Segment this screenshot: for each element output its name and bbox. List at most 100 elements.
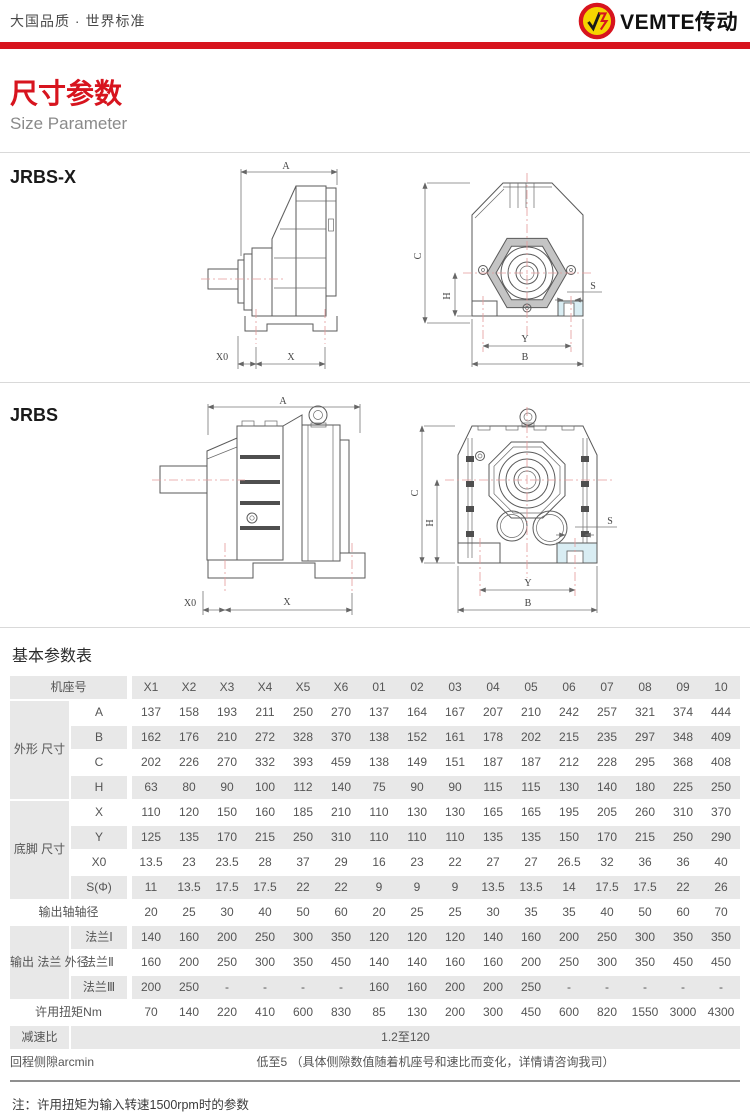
- value-cell: 110: [398, 825, 436, 851]
- value-cell: 187: [474, 750, 512, 776]
- value-cell: 170: [208, 825, 246, 851]
- value-cell: 200: [436, 975, 474, 1001]
- value-cell: 250: [550, 950, 588, 976]
- value-cell: 370: [322, 725, 360, 751]
- value-cell: 225: [664, 775, 702, 801]
- value-cell: 70: [702, 900, 740, 926]
- group-label: 输出 法兰 外径: [10, 925, 89, 1001]
- value-cell: 28: [246, 850, 284, 876]
- value-cell: 13.5: [474, 875, 512, 901]
- value-cell: 20: [132, 900, 170, 926]
- title-block: 尺寸参数 Size Parameter: [0, 49, 750, 153]
- value-cell: 200: [550, 925, 588, 951]
- page-header: 大国品质 · 世界标准 VEMTE传动: [0, 0, 750, 42]
- value-cell: -: [322, 975, 360, 1001]
- value-cell: 135: [512, 825, 550, 851]
- value-cell: 202: [132, 750, 170, 776]
- row-label: Y: [71, 825, 132, 851]
- table-title: 基本参数表: [12, 647, 93, 665]
- jrbsx-side-view-drawing: A: [201, 161, 338, 369]
- column-header: 01: [360, 675, 398, 701]
- value-cell: 135: [170, 825, 208, 851]
- value-cell: 300: [474, 1000, 512, 1026]
- value-cell: 328: [284, 725, 322, 751]
- jrbs-front-view-drawing: C H S Y B: [410, 406, 617, 613]
- value-cell: 137: [360, 700, 398, 726]
- value-cell: 193: [208, 700, 246, 726]
- value-cell: 250: [284, 825, 322, 851]
- value-cell: 161: [436, 725, 474, 751]
- value-cell: 332: [246, 750, 284, 776]
- value-cell: -: [550, 975, 588, 1001]
- value-cell: 270: [322, 700, 360, 726]
- column-header: 09: [664, 675, 702, 701]
- row-label: 法兰Ⅱ: [71, 950, 132, 976]
- value-cell: 210: [208, 725, 246, 751]
- value-cell: 348: [664, 725, 702, 751]
- value-cell: 250: [588, 925, 626, 951]
- value-cell: 137: [132, 700, 170, 726]
- value-cell: 40: [702, 850, 740, 876]
- value-cell: 20: [360, 900, 398, 926]
- value-cell: 297: [626, 725, 664, 751]
- value-cell: 25: [436, 900, 474, 926]
- value-cell: 228: [588, 750, 626, 776]
- value-cell: 37: [284, 850, 322, 876]
- value-cell: 160: [246, 800, 284, 826]
- value-cell: 220: [208, 1000, 246, 1026]
- dim-label-Y: Y: [524, 578, 531, 589]
- brand-logo-icon: [578, 2, 616, 40]
- value-cell: 4300: [702, 1000, 740, 1026]
- value-cell: 450: [512, 1000, 550, 1026]
- value-cell: 260: [626, 800, 664, 826]
- row-label: 法兰Ⅰ: [71, 925, 132, 951]
- value-cell: 235: [588, 725, 626, 751]
- value-cell: 250: [664, 825, 702, 851]
- row-label: B: [71, 725, 132, 751]
- value-cell: 205: [588, 800, 626, 826]
- value-cell: 30: [474, 900, 512, 926]
- value-cell: 23: [170, 850, 208, 876]
- value-cell: 140: [398, 950, 436, 976]
- value-cell: 11: [132, 875, 170, 901]
- section-label-jrbs: JRBS: [10, 404, 59, 425]
- value-cell: 110: [360, 800, 398, 826]
- value-cell: -: [702, 975, 740, 1001]
- value-cell: 17.5: [246, 875, 284, 901]
- value-cell: 23.5: [208, 850, 246, 876]
- value-cell: 200: [512, 950, 550, 976]
- value-cell: 130: [398, 1000, 436, 1026]
- value-cell: 210: [512, 700, 550, 726]
- value-cell: 70: [132, 1000, 170, 1026]
- value-cell: 110: [132, 800, 170, 826]
- value-cell: 90: [436, 775, 474, 801]
- column-header: 10: [702, 675, 740, 701]
- row-label: S(Φ): [71, 875, 132, 901]
- value-cell: 27: [474, 850, 512, 876]
- value-cell: 350: [626, 950, 664, 976]
- jrbsx-front-view-drawing: C H S Y B: [413, 172, 602, 367]
- dim-label-B: B: [522, 352, 529, 363]
- dim-label-C: C: [410, 489, 421, 496]
- value-cell: 160: [398, 975, 436, 1001]
- value-cell: 830: [322, 1000, 360, 1026]
- span-value: 低至5 （具体侧隙数值随着机座号和速比而变化，详情请咨询我司）: [71, 1050, 740, 1076]
- value-cell: 211: [246, 700, 284, 726]
- value-cell: 149: [398, 750, 436, 776]
- value-cell: 13.5: [512, 875, 550, 901]
- value-cell: 40: [246, 900, 284, 926]
- value-cell: 130: [550, 775, 588, 801]
- page-subtitle: Size Parameter: [10, 113, 128, 133]
- footnote: 注：许用扭矩为输入转速1500rpm时的参数: [12, 1097, 249, 1112]
- row-label: 回程侧隙arcmin: [10, 1050, 94, 1076]
- dim-label-A: A: [282, 161, 290, 172]
- value-cell: 120: [360, 925, 398, 951]
- value-cell: 9: [360, 875, 398, 901]
- brand-name: VEMTE传动: [620, 11, 738, 34]
- value-cell: 151: [436, 750, 474, 776]
